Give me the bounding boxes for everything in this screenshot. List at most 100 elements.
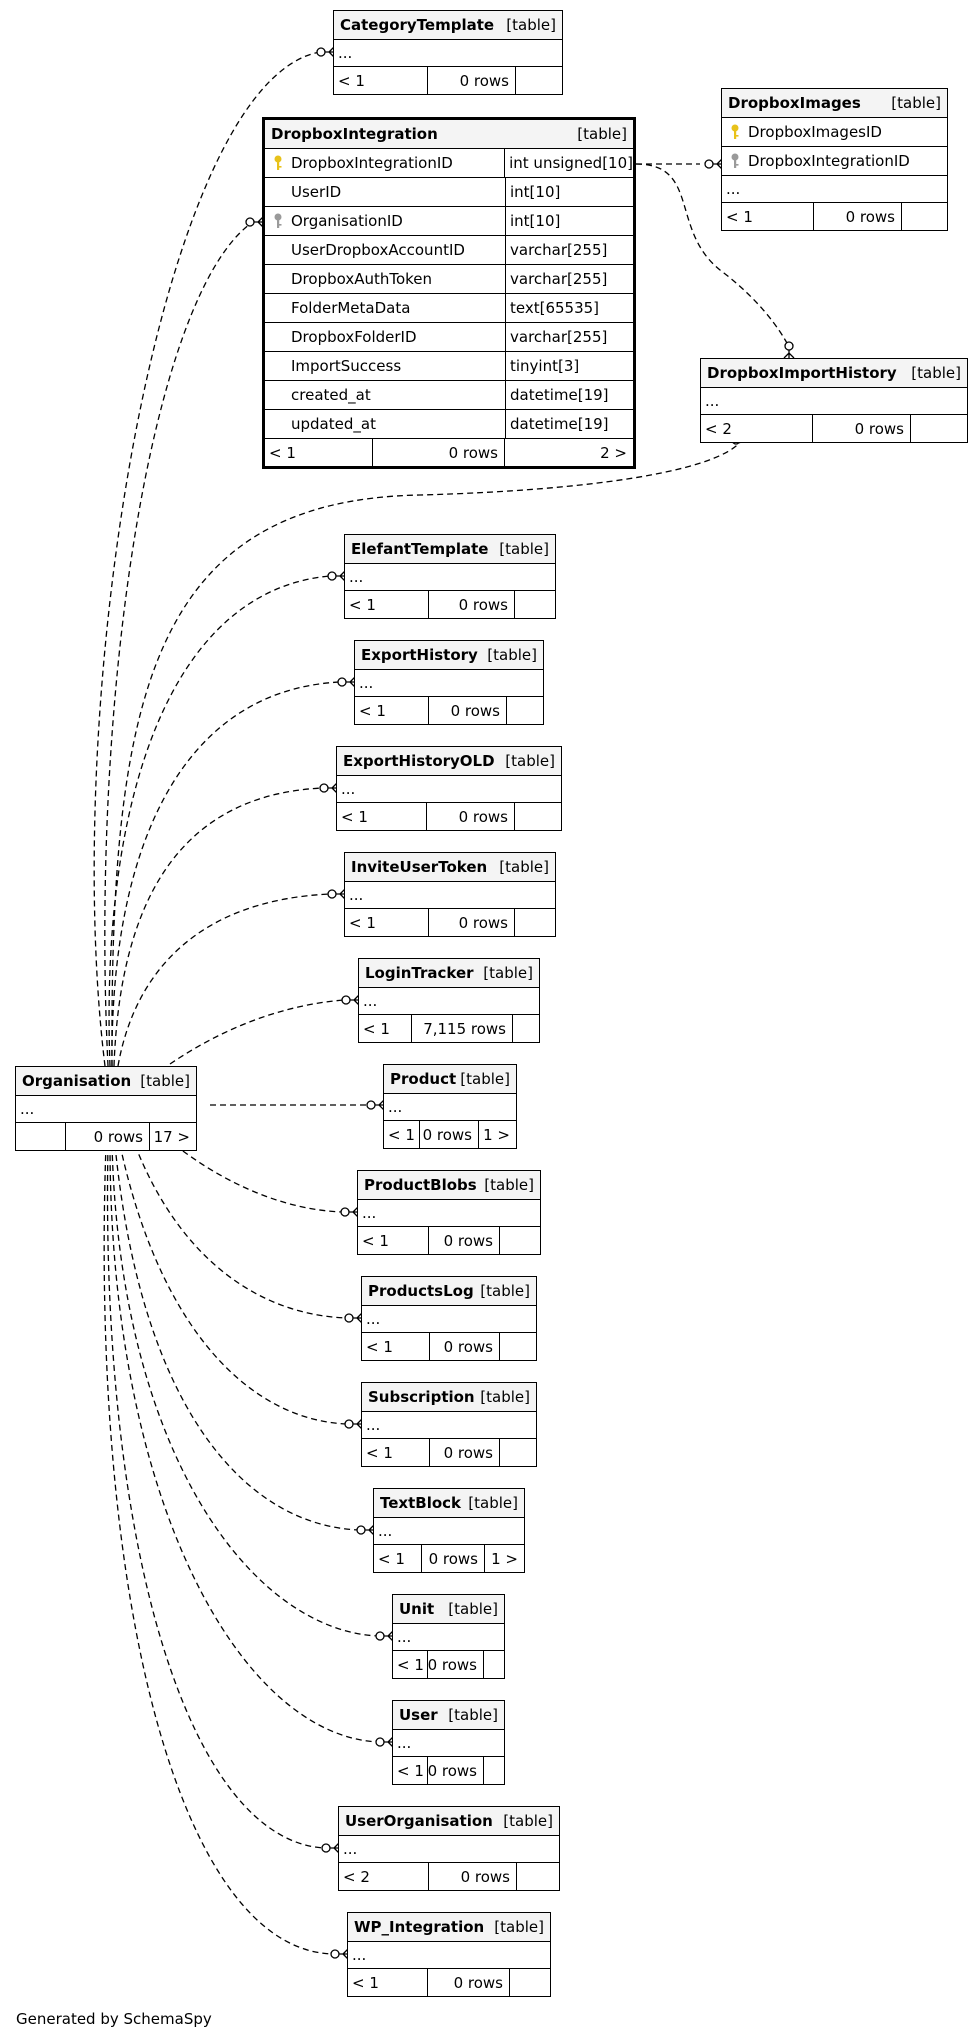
children-count[interactable] xyxy=(515,909,555,936)
parents-count[interactable]: < 1 xyxy=(355,697,429,724)
column-type: varchar[255] xyxy=(510,328,608,346)
children-count[interactable] xyxy=(517,1863,559,1890)
row-count: 0 rows xyxy=(428,1757,484,1784)
children-count[interactable] xyxy=(500,1227,540,1254)
parents-count[interactable]: < 1 xyxy=(374,1545,422,1572)
parents-count[interactable]: < 1 xyxy=(345,909,429,936)
parents-count[interactable]: < 1 xyxy=(362,1439,430,1466)
parents-count[interactable]: < 1 xyxy=(345,591,429,618)
parents-count[interactable]: < 1 xyxy=(348,1969,428,1996)
table-type-tag: [table] xyxy=(448,1706,498,1724)
table-name: Unit xyxy=(399,1600,435,1618)
parents-count[interactable]: < 1 xyxy=(359,1015,412,1042)
children-count[interactable] xyxy=(515,591,555,618)
column-name: OrganisationID xyxy=(291,212,403,230)
children-count[interactable] xyxy=(500,1439,536,1466)
children-count[interactable]: 17 > xyxy=(153,1127,190,1146)
row-count: 0 rows xyxy=(428,1969,510,1996)
children-count[interactable] xyxy=(516,67,562,94)
parents-count[interactable]: < 1 xyxy=(334,67,428,94)
parents-count[interactable]: < 1 xyxy=(265,439,373,466)
table-type-tag: [table] xyxy=(494,1918,544,1936)
columns-ellipsis: ... xyxy=(345,882,555,909)
children-count[interactable]: 1 > xyxy=(483,1125,510,1144)
edge-organisation-unit xyxy=(111,1144,379,1637)
column-name: FolderMetaData xyxy=(291,299,411,317)
parents-count[interactable]: < 2 xyxy=(339,1863,429,1890)
column-row[interactable]: DropboxImagesID xyxy=(722,118,947,147)
parents-count[interactable]: < 2 xyxy=(701,415,813,442)
children-count[interactable] xyxy=(484,1651,504,1678)
parents-count[interactable]: < 1 xyxy=(384,1121,420,1148)
column-row[interactable]: FolderMetaData text[65535] xyxy=(265,294,633,323)
row-count: 0 rows xyxy=(430,1333,500,1360)
children-count[interactable]: 1 > xyxy=(491,1549,518,1568)
table-type-tag: [table] xyxy=(499,540,549,558)
row-count: 0 rows xyxy=(420,1121,479,1148)
column-row[interactable]: DropboxIntegrationID xyxy=(722,147,947,176)
table-name: ProductsLog xyxy=(368,1282,474,1300)
parents-count[interactable]: < 1 xyxy=(393,1757,428,1784)
column-name: DropboxImagesID xyxy=(748,123,882,141)
table-dropbox-integration[interactable]: DropboxIntegration[table]DropboxIntegrat… xyxy=(262,117,636,469)
children-count[interactable]: 2 > xyxy=(600,443,627,462)
children-count[interactable] xyxy=(484,1757,504,1784)
table-header: Product[table] xyxy=(384,1065,516,1094)
table-header: ElefantTemplate[table] xyxy=(345,535,555,564)
parents-count[interactable]: < 1 xyxy=(393,1651,428,1678)
children-count[interactable] xyxy=(513,1015,539,1042)
parents-count[interactable]: < 1 xyxy=(362,1333,430,1360)
foreign-key-icon xyxy=(726,153,744,169)
table-type-tag: [table] xyxy=(483,964,533,982)
parents-count[interactable]: < 1 xyxy=(337,803,427,830)
children-count[interactable] xyxy=(902,203,947,230)
row-count: 0 rows xyxy=(427,803,515,830)
columns-ellipsis: ... xyxy=(362,1306,536,1333)
column-type: text[65535] xyxy=(510,299,600,317)
parents-count[interactable]: < 1 xyxy=(722,203,814,230)
children-count[interactable] xyxy=(507,697,543,724)
children-count[interactable] xyxy=(515,803,561,830)
parents-count[interactable]: < 1 xyxy=(358,1227,429,1254)
category-template-edge-end xyxy=(316,46,335,58)
children-count[interactable] xyxy=(500,1333,536,1360)
parents-count[interactable] xyxy=(16,1123,66,1150)
children-count[interactable] xyxy=(510,1969,550,1996)
table-header: Subscription[table] xyxy=(362,1383,536,1412)
edge-organisation-export-history-old xyxy=(113,787,323,1067)
product-edge-end xyxy=(366,1099,385,1111)
dropbox-images-edge-end xyxy=(704,158,723,170)
table-type-tag: [table] xyxy=(480,1282,530,1300)
table-type-tag: [table] xyxy=(140,1072,190,1090)
children-count[interactable] xyxy=(911,415,967,442)
